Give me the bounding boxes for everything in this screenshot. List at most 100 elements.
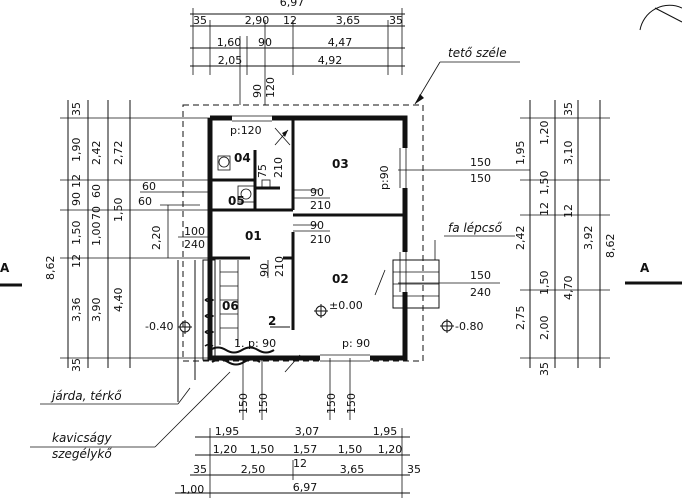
dim-left-side-0: 60 <box>142 180 156 193</box>
level-marks: ±0.00 -0.40 -0.80 <box>145 299 483 334</box>
roof-edge-outline <box>182 104 424 362</box>
section-markers: A A <box>0 4 682 287</box>
dim-right-c2-5: 35 <box>538 362 551 376</box>
window-right-bottom-h: 240 <box>470 286 491 299</box>
dim-left-c1-3: 12 <box>70 254 83 268</box>
stair-step-label: 2 <box>268 314 276 328</box>
dim-bottom-v-0: 150 <box>237 393 250 414</box>
door-90-210-b-h: 210 <box>310 233 331 246</box>
dim-right-c2-3: 1,50 <box>538 271 551 296</box>
section-a-left: A <box>0 261 10 275</box>
bottom-dimensions: 150 150 150 150 1,95 3,07 1,95 1,20 1,50… <box>175 358 421 498</box>
dim-bottom-r2-0: 35 <box>193 463 207 476</box>
dim-left-c1-2: 1,50 <box>70 221 83 246</box>
dim-top-9: 2,05 <box>218 54 243 67</box>
dim-bottom-v-2: 150 <box>325 393 338 414</box>
walls <box>207 115 408 361</box>
label-gravel-bed: kavicságy <box>52 431 113 445</box>
dim-left-c2-1: 1,00 <box>90 222 103 247</box>
dim-left-c3-2: 4,40 <box>112 288 125 313</box>
room-01: 01 <box>245 229 262 243</box>
dim-left-c2-0: 2,42 <box>90 141 103 166</box>
door-100-240-w: 100 <box>184 225 205 238</box>
door-90-210-a-h: 210 <box>310 199 331 212</box>
room-05: 05 <box>228 194 245 208</box>
dim-bottom-r2-1: 2,50 <box>241 463 266 476</box>
opening-p120: p:120 <box>230 124 262 137</box>
dim-left-c1-5: 35 <box>70 358 83 372</box>
dim-left-c2-2: 70 <box>90 206 103 220</box>
door-75-210-h: 210 <box>272 157 285 178</box>
dim-left-outer: 8,62 <box>44 256 57 281</box>
dim-left-c3-1: 1,50 <box>112 198 125 223</box>
dim-bottom-v-3: 150 <box>345 393 358 414</box>
interior-stair: 2 <box>202 259 290 361</box>
dim-bottom-r2-2: 12 <box>293 457 307 470</box>
dim-left-c2-4: 3,90 <box>90 298 103 323</box>
openings <box>217 110 411 364</box>
dim-left-c1b-0: 1,90 <box>70 138 83 163</box>
dim-right-c2-2: 12 <box>538 202 551 216</box>
dim-right-c3-1: 3,10 <box>562 141 575 166</box>
right-dimensions: 1,95 2,42 2,75 1,20 1,50 12 1,50 2,00 35… <box>514 100 617 376</box>
dim-right-c3-0: 35 <box>562 102 575 116</box>
dim-bottom-v-1: 150 <box>257 393 270 414</box>
dim-left-side-2: 2,20 <box>150 226 163 251</box>
dim-top-6: 1,60 <box>217 36 242 49</box>
dim-bottom-r1-3: 1,50 <box>338 443 363 456</box>
dim-right-c4-0: 3,92 <box>582 226 595 251</box>
room-06: 06 <box>222 299 239 313</box>
label-walkway: járda, térkő <box>50 389 122 403</box>
dim-right-c2-1: 1,50 <box>538 171 551 196</box>
dim-left-c1-4: 3,36 <box>70 298 83 323</box>
dim-left-c3-0: 2,72 <box>112 141 125 166</box>
level-floor: ±0.00 <box>329 299 363 312</box>
dim-top-1: 35 <box>193 14 207 27</box>
room-03: 03 <box>332 157 349 171</box>
dim-top-8: 4,47 <box>328 36 353 49</box>
dim-left-c1-0: 35 <box>70 102 83 116</box>
dim-bottom-r3-0: 1,00 <box>180 483 205 496</box>
section-a-right: A <box>640 261 650 275</box>
window-right-bottom-w: 150 <box>470 269 491 282</box>
wood-stair: fa lépcső <box>392 221 515 309</box>
dim-bottom-r1-0: 1,20 <box>213 443 238 456</box>
dim-bottom-r1-2: 1,57 <box>293 443 318 456</box>
dim-bottom-r0-0: 1,95 <box>215 425 240 438</box>
ground-annotations: járda, térkő kavicságy szegélykő <box>30 260 301 461</box>
opening-p90-bottom-right: p: 90 <box>342 337 370 350</box>
dim-right-c1-2: 2,75 <box>514 306 527 331</box>
door-75-210-w: 75 <box>256 164 269 178</box>
door-90-210-c-h: 210 <box>273 256 286 277</box>
level-left: -0.40 <box>145 320 173 333</box>
dim-right-c1-0: 1,95 <box>514 141 527 166</box>
level-right: -0.80 <box>455 320 483 333</box>
door-90-210-b-w: 90 <box>310 219 324 232</box>
window-right-top-h: 150 <box>470 172 491 185</box>
dim-right-c3-2: 12 <box>562 204 575 218</box>
dim-bottom-r2-3: 3,65 <box>340 463 365 476</box>
window-right-top-w: 150 <box>470 156 491 169</box>
opening-p90-room03: p:90 <box>378 165 391 190</box>
dim-left-c1b-1: 90 <box>70 192 83 206</box>
dim-top-10: 4,92 <box>318 54 343 67</box>
room-04: 04 <box>234 151 251 165</box>
room-02: 02 <box>332 272 349 286</box>
dim-top-v-120: 120 <box>264 77 277 98</box>
dim-top-total: 6,97 <box>280 0 305 9</box>
dim-top-5: 35 <box>389 14 403 27</box>
dim-bottom-r0-1: 3,07 <box>295 425 320 438</box>
dim-right-c3-3: 4,70 <box>562 276 575 301</box>
dim-right-c1-1: 2,42 <box>514 226 527 251</box>
dim-bottom-r1-4: 1,20 <box>378 443 403 456</box>
dim-left-side-1: 60 <box>138 195 152 208</box>
label-edge-stone: szegélykő <box>52 447 112 461</box>
dim-left-c2-3: 60 <box>90 184 103 198</box>
dim-bottom-r3-1: 6,97 <box>293 481 318 494</box>
label-roof-edge: tető széle <box>448 46 507 60</box>
dim-bottom-r2-4: 35 <box>407 463 421 476</box>
dim-bottom-r0-2: 1,95 <box>373 425 398 438</box>
door-90-210-a-w: 90 <box>310 186 324 199</box>
door-90-210-c-w: 90 <box>258 263 271 277</box>
dim-top-2: 2,90 <box>245 14 270 27</box>
